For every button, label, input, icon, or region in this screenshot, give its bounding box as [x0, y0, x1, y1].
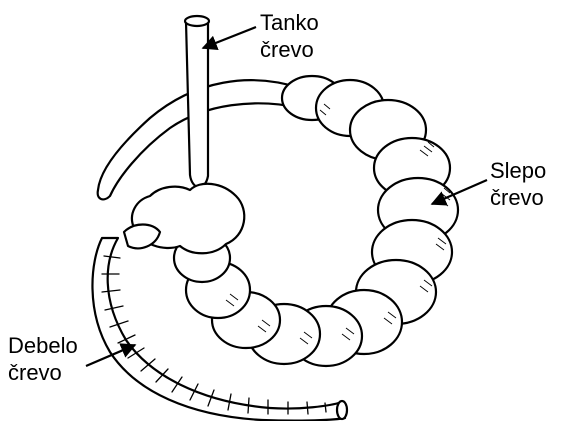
label-cecum-line1: Slepo: [490, 157, 546, 184]
label-cecum: Slepo črevo: [490, 157, 546, 211]
large-intestine-end: [337, 401, 347, 419]
label-small-intestine-line2: črevo: [260, 36, 319, 63]
label-large-intestine: Debelo črevo: [8, 332, 78, 386]
label-small-intestine: Tanko črevo: [260, 9, 319, 63]
small-intestine-opening: [185, 16, 209, 26]
label-large-intestine-line1: Debelo: [8, 332, 78, 359]
label-small-intestine-line1: Tanko: [260, 9, 319, 36]
label-cecum-line2: črevo: [490, 184, 546, 211]
arrow-small-intestine: [203, 27, 256, 48]
label-large-intestine-line2: črevo: [8, 359, 78, 386]
